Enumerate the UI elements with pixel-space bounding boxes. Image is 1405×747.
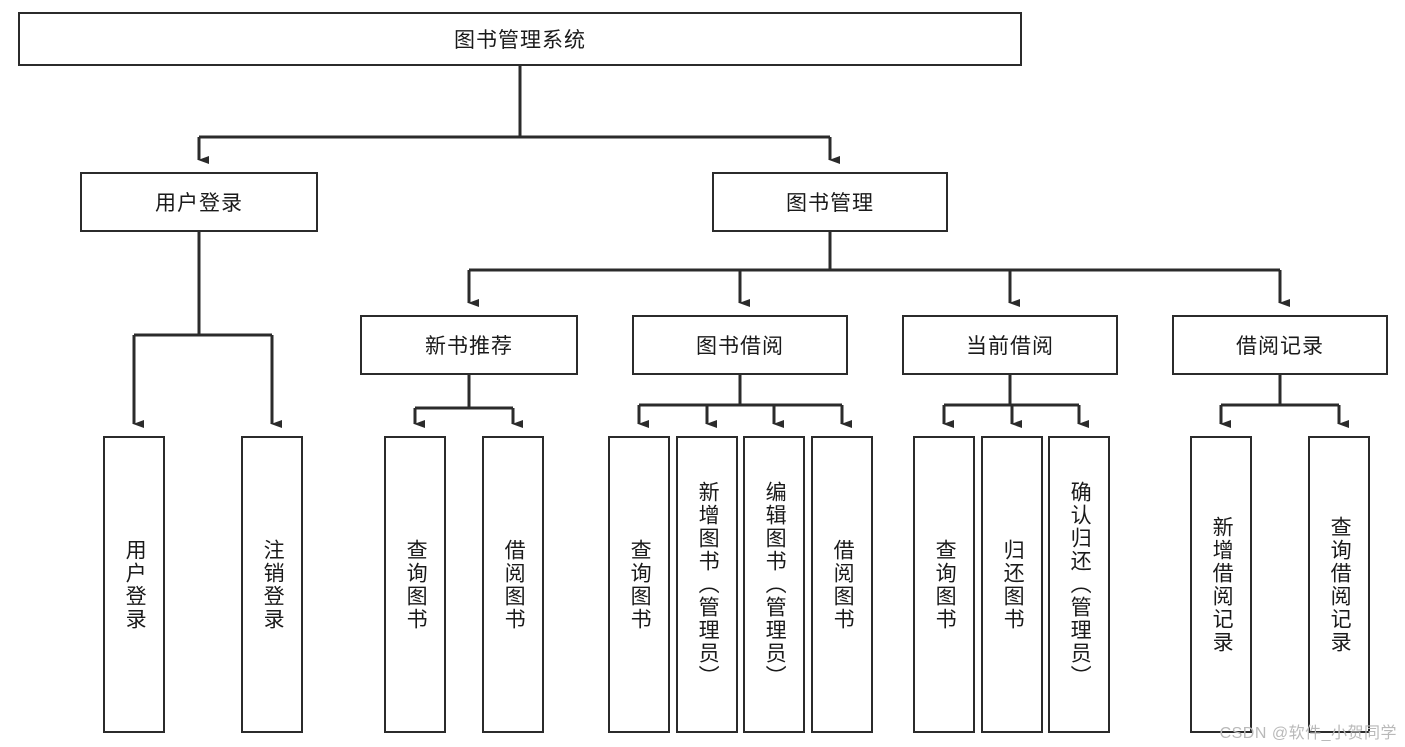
leaf-user-login-label: 用户登录 xyxy=(123,538,147,631)
leaf-confirm-return-admin-label: 确认归还（管理员） xyxy=(1068,481,1092,688)
node-borrow-record[interactable]: 借阅记录 xyxy=(1172,315,1388,375)
leaf-query-book-newbook-label: 查询图书 xyxy=(404,538,428,631)
node-user-login[interactable]: 用户登录 xyxy=(80,172,318,232)
leaf-user-login[interactable]: 用户登录 xyxy=(103,436,165,733)
leaf-confirm-return-admin[interactable]: 确认归还（管理员） xyxy=(1048,436,1110,733)
leaf-logout-label: 注销登录 xyxy=(261,538,285,631)
node-book-borrow[interactable]: 图书借阅 xyxy=(632,315,848,375)
node-borrow-record-label: 借阅记录 xyxy=(1236,335,1324,358)
leaf-logout[interactable]: 注销登录 xyxy=(241,436,303,733)
leaf-edit-book-admin-label: 编辑图书（管理员） xyxy=(763,481,787,688)
node-book-management-label: 图书管理 xyxy=(786,192,874,215)
leaf-borrow-book[interactable]: 借阅图书 xyxy=(811,436,873,733)
leaf-query-book-current[interactable]: 查询图书 xyxy=(913,436,975,733)
node-root[interactable]: 图书管理系统 xyxy=(18,12,1022,66)
leaf-add-book-admin[interactable]: 新增图书（管理员） xyxy=(676,436,738,733)
node-new-book-recommend-label: 新书推荐 xyxy=(425,335,513,358)
node-book-borrow-label: 图书借阅 xyxy=(696,335,784,358)
node-current-borrow[interactable]: 当前借阅 xyxy=(902,315,1118,375)
leaf-borrow-book-label: 借阅图书 xyxy=(831,538,855,631)
node-user-login-label: 用户登录 xyxy=(155,192,243,215)
leaf-return-book[interactable]: 归还图书 xyxy=(981,436,1043,733)
leaf-query-borrow-record-label: 查询借阅记录 xyxy=(1328,515,1352,654)
leaf-borrow-book-newbook-label: 借阅图书 xyxy=(502,538,526,631)
node-root-label: 图书管理系统 xyxy=(454,29,586,52)
leaf-add-borrow-record[interactable]: 新增借阅记录 xyxy=(1190,436,1252,733)
csdn-watermark: CSDN @软件_小贺同学 xyxy=(1219,725,1397,742)
leaf-query-book-borrow-label: 查询图书 xyxy=(628,538,652,631)
leaf-add-borrow-record-label: 新增借阅记录 xyxy=(1210,515,1234,654)
leaf-query-book-newbook[interactable]: 查询图书 xyxy=(384,436,446,733)
leaf-add-book-admin-label: 新增图书（管理员） xyxy=(696,481,720,688)
leaf-query-book-borrow[interactable]: 查询图书 xyxy=(608,436,670,733)
leaf-borrow-book-newbook[interactable]: 借阅图书 xyxy=(482,436,544,733)
leaf-query-book-current-label: 查询图书 xyxy=(933,538,957,631)
node-current-borrow-label: 当前借阅 xyxy=(966,335,1054,358)
node-new-book-recommend[interactable]: 新书推荐 xyxy=(360,315,578,375)
leaf-query-borrow-record[interactable]: 查询借阅记录 xyxy=(1308,436,1370,733)
node-book-management[interactable]: 图书管理 xyxy=(712,172,948,232)
leaf-return-book-label: 归还图书 xyxy=(1001,538,1025,631)
leaf-edit-book-admin[interactable]: 编辑图书（管理员） xyxy=(743,436,805,733)
